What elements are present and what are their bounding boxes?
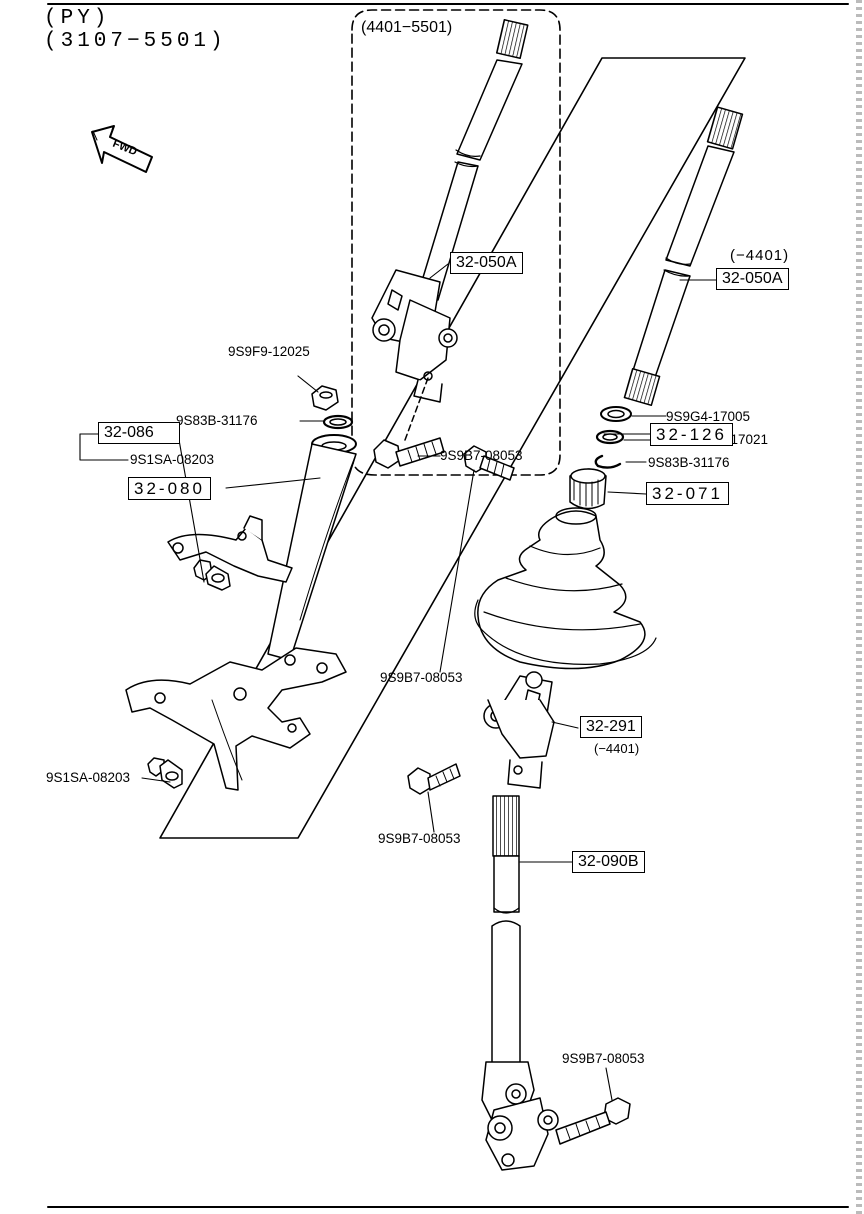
model-code-label: (PY): [44, 7, 111, 30]
callout-9s9f9-12025: 9S9F9-12025: [228, 344, 310, 359]
bolt-9s1sa-08203-b: [147, 757, 183, 789]
callout-32-086: 32-086: [98, 422, 180, 444]
serial-note-32-291: (−4401): [594, 741, 640, 756]
bolt-9s9b7-08053-a: [463, 445, 515, 481]
bolt-9s1sa-08203-a: [193, 559, 231, 591]
washer-9s9g0-17021: [595, 429, 625, 445]
inset-dashed-frame: [351, 9, 561, 476]
callout-32-126: 32-126: [650, 423, 733, 446]
callout-9s83b-31176-left: 9S83B-31176: [176, 413, 258, 428]
column-jacket-32-080: [125, 434, 357, 791]
page-edge-right: [856, 0, 862, 1214]
bolt-9s9b7-08053-b: [407, 763, 461, 795]
callout-9s9b7-08053-inset: 9S9B7-08053: [440, 448, 523, 463]
clip-9s83b-31176-right: [594, 454, 622, 469]
callout-32-071: 32-071: [646, 482, 729, 505]
callout-9s1sa-08203-a: 9S1SA-08203: [130, 452, 215, 467]
nut-9s9f9-12025: [311, 385, 339, 411]
serial-note-4401: (−4401): [730, 247, 790, 264]
callout-32-291: 32-291: [580, 716, 642, 738]
inset-upper-shaft: [371, 19, 529, 469]
callout-32-050a-inset: 32-050A: [450, 252, 523, 274]
callout-9s9b7-08053-a: 9S9B7-08053: [380, 670, 463, 685]
boot-32-126: [474, 507, 657, 670]
callout-9s9b7-08053-c: 9S9B7-08053: [562, 1051, 645, 1066]
bolt-9s9b7-08053-c: [555, 1097, 631, 1145]
callout-9s1sa-08203-b: 9S1SA-08203: [46, 770, 131, 785]
right-upper-shaft: [623, 106, 744, 407]
callout-9s9b7-08053-b: 9S9B7-08053: [378, 831, 461, 846]
callout-9s9g4-17005: 9S9G4-17005: [666, 409, 751, 424]
fwd-arrow-icon: [91, 125, 153, 173]
callout-32-050a-right: 32-050A: [716, 268, 789, 290]
callout-32-090b: 32-090B: [572, 851, 645, 873]
washer-9s83b-31176-left: [322, 414, 354, 430]
washer-9s9g4-17005: [600, 406, 632, 422]
callout-32-080: 32-080: [128, 477, 211, 500]
lower-shaft-32-090b: [481, 795, 559, 1171]
callout-9s83b-31176-right: 9S83B-31176: [648, 455, 730, 470]
leader-lines: [79, 263, 717, 1101]
inset-range-label: (4401−5501): [361, 19, 453, 36]
serial-range-label: (3107−5501): [44, 30, 227, 53]
universal-joint-32-291: [483, 671, 555, 789]
bearing-32-071: [569, 468, 607, 510]
